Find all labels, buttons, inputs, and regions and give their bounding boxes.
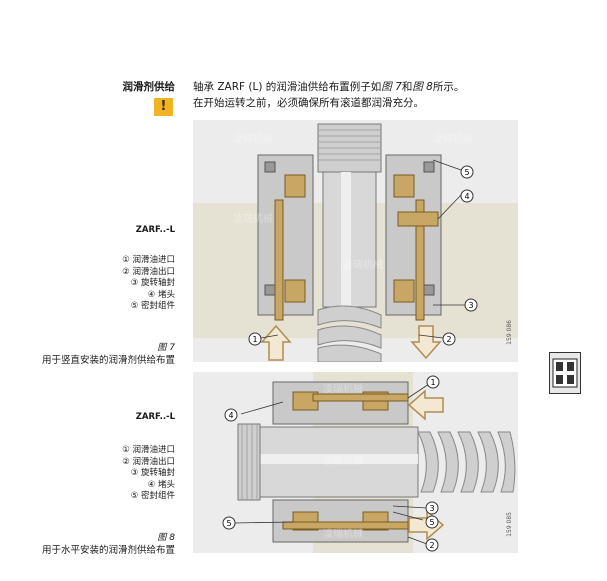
svg-text:凌瑞机械: 凌瑞机械	[233, 132, 273, 145]
figure7-svg: 凌瑞机械 凌瑞机械 凌瑞机械 凌瑞机械 5 4 3 2 1	[193, 120, 518, 363]
svg-text:凌瑞机械: 凌瑞机械	[433, 132, 473, 145]
legend-item: ① 润滑油进口	[122, 255, 175, 265]
svg-text:凌瑞机械: 凌瑞机械	[343, 258, 383, 271]
figure8-model: ZARF..-L	[135, 412, 175, 422]
legend-item: ③ 旋转轴封	[130, 278, 175, 288]
figure7-legend: ① 润滑油进口 ② 润滑油出口 ③ 旋转轴封 ④ 堵头 ⑤ 密封组件	[0, 255, 175, 313]
body-text-part1: 轴承 ZARF (L) 的润滑油供给布置例子如	[193, 81, 382, 93]
figure7-number: 图 7	[157, 343, 175, 353]
bearing-thumbnail-icon[interactable]	[549, 352, 581, 394]
svg-text:凌瑞机械: 凌瑞机械	[323, 527, 363, 540]
svg-text:凌瑞机械: 凌瑞机械	[323, 454, 363, 467]
legend-item: ⑤ 密封组件	[130, 491, 175, 501]
body-text-part2: 所示。	[432, 81, 465, 93]
inlet-arrow-icon	[407, 389, 444, 421]
figure8-reference[interactable]: 图 8	[412, 81, 433, 93]
legend-item: ③ 旋转轴封	[130, 468, 175, 478]
legend-item: ④ 堵头	[147, 479, 175, 490]
figure7-drawing: 凌瑞机械 凌瑞机械 凌瑞机械 凌瑞机械 5 4 3 2 1	[193, 120, 518, 363]
callout-4: 4	[228, 411, 233, 420]
figure7-reference[interactable]: 图 7	[381, 81, 402, 93]
figure8-svg: 凌瑞机械 凌瑞机械 凌瑞机械 1 4 3 5 5 2	[193, 372, 518, 553]
callout-2: 2	[446, 335, 451, 344]
svg-text:凌瑞机械: 凌瑞机械	[323, 382, 363, 395]
legend-item: ② 润滑油出口	[122, 456, 175, 467]
legend-item: ⑤ 密封组件	[130, 301, 175, 311]
callout-3: 3	[468, 301, 473, 310]
figure8-drawing: 凌瑞机械 凌瑞机械 凌瑞机械 1 4 3 5 5 2	[193, 372, 518, 553]
figure7-model: ZARF..-L	[135, 225, 175, 235]
legend-item: ② 润滑油出口	[122, 266, 175, 277]
legend-item: ① 润滑油进口	[122, 445, 175, 455]
callout-1: 1	[430, 378, 435, 387]
callout-1: 1	[252, 335, 257, 344]
figure8-number: 图 8	[157, 533, 175, 543]
legend-item: ④ 堵头	[147, 289, 175, 300]
callout-3: 3	[429, 504, 434, 513]
warning-exclamation-icon: !	[154, 98, 173, 116]
figure8-code: 159 085	[506, 512, 513, 537]
callout-5: 5	[464, 168, 469, 177]
figure8-legend: ① 润滑油进口 ② 润滑油出口 ③ 旋转轴封 ④ 堵头 ⑤ 密封组件	[0, 445, 175, 503]
svg-text:凌瑞机械: 凌瑞机械	[233, 212, 273, 225]
callout-5: 5	[226, 519, 231, 528]
outlet-arrow-icon	[410, 325, 442, 360]
body-text-line2: 在开始运转之前，必须确保所有滚道都润滑充分。	[193, 97, 424, 109]
body-text-and: 和	[401, 81, 413, 93]
figure7-code: 159 086	[506, 320, 513, 345]
callout-4: 4	[464, 192, 469, 201]
figure8-caption: 用于水平安装的润滑剂供给布置	[41, 545, 175, 556]
callout-5-right: 5	[429, 518, 434, 527]
figure7-caption: 用于竖直安装的润滑剂供给布置	[41, 355, 175, 366]
inlet-arrow-icon	[260, 324, 292, 361]
section-title: 润滑剂供给	[122, 81, 176, 93]
body-paragraph: 轴承 ZARF (L) 的润滑油供给布置例子如图 7和图 8所示。 在开始运转之…	[193, 79, 533, 111]
callout-2: 2	[429, 541, 434, 550]
